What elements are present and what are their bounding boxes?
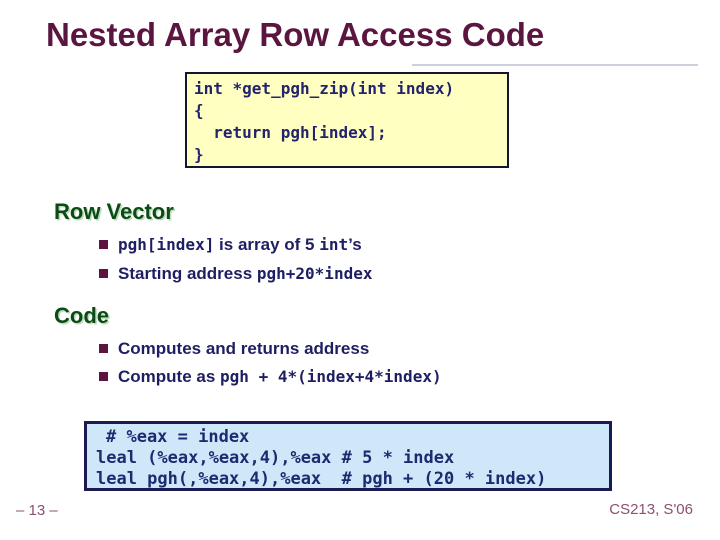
bullet-square-icon (99, 269, 108, 278)
bullet-square-icon (99, 344, 108, 353)
code-line: int *get_pgh_zip(int index) (194, 79, 455, 98)
section-heading-code: Code (54, 303, 109, 328)
code-line: } (194, 145, 204, 164)
text-fragment: Compute as (118, 367, 221, 386)
code-line: leal (%eax,%eax,4),%eax # 5 * index (96, 448, 455, 468)
title-underline (412, 64, 698, 66)
c-code-box: int *get_pgh_zip(int index) { return pgh… (185, 72, 509, 168)
bullet-item: Starting address pgh+20*index (99, 262, 372, 288)
page-number: – 13 – (16, 502, 58, 519)
bullet-item: pgh[index] is array of 5 int’s (99, 233, 362, 259)
code-fragment: pgh[index] (118, 235, 215, 254)
page-title: Nested Array Row Access Code (46, 16, 545, 53)
code-fragment: pgh + 4*(index+4*index) (220, 367, 442, 386)
code-line: { (194, 101, 204, 120)
course-label: CS213, S'06 (609, 501, 693, 518)
bullet-item: Compute as pgh + 4*(index+4*index) (99, 365, 442, 391)
bullet-text: Computes and returns address (118, 337, 369, 361)
text-fragment: Computes and returns address (118, 339, 370, 358)
section-heading-row-vector: Row Vector (54, 199, 174, 224)
bullet-text: Compute as pgh + 4*(index+4*index) (118, 365, 442, 389)
bullet-square-icon (99, 372, 108, 381)
code-line: leal pgh(,%eax,4),%eax # pgh + (20 * ind… (96, 469, 547, 489)
text-fragment: is array of 5 (214, 235, 320, 254)
bullet-text: pgh[index] is array of 5 int’s (118, 233, 362, 257)
code-fragment: pgh+20*index (256, 264, 373, 283)
code-fragment: int (319, 235, 349, 254)
bullet-square-icon (99, 240, 108, 249)
code-line: # %eax = index (106, 427, 250, 447)
text-fragment: Starting address (118, 264, 257, 283)
bullet-text: Starting address pgh+20*index (118, 262, 372, 286)
assembly-code-box: # %eax = index leal (%eax,%eax,4),%eax #… (84, 421, 612, 491)
text-fragment: ’s (348, 235, 362, 254)
code-line: return pgh[index]; (194, 123, 387, 142)
bullet-item: Computes and returns address (99, 337, 369, 363)
